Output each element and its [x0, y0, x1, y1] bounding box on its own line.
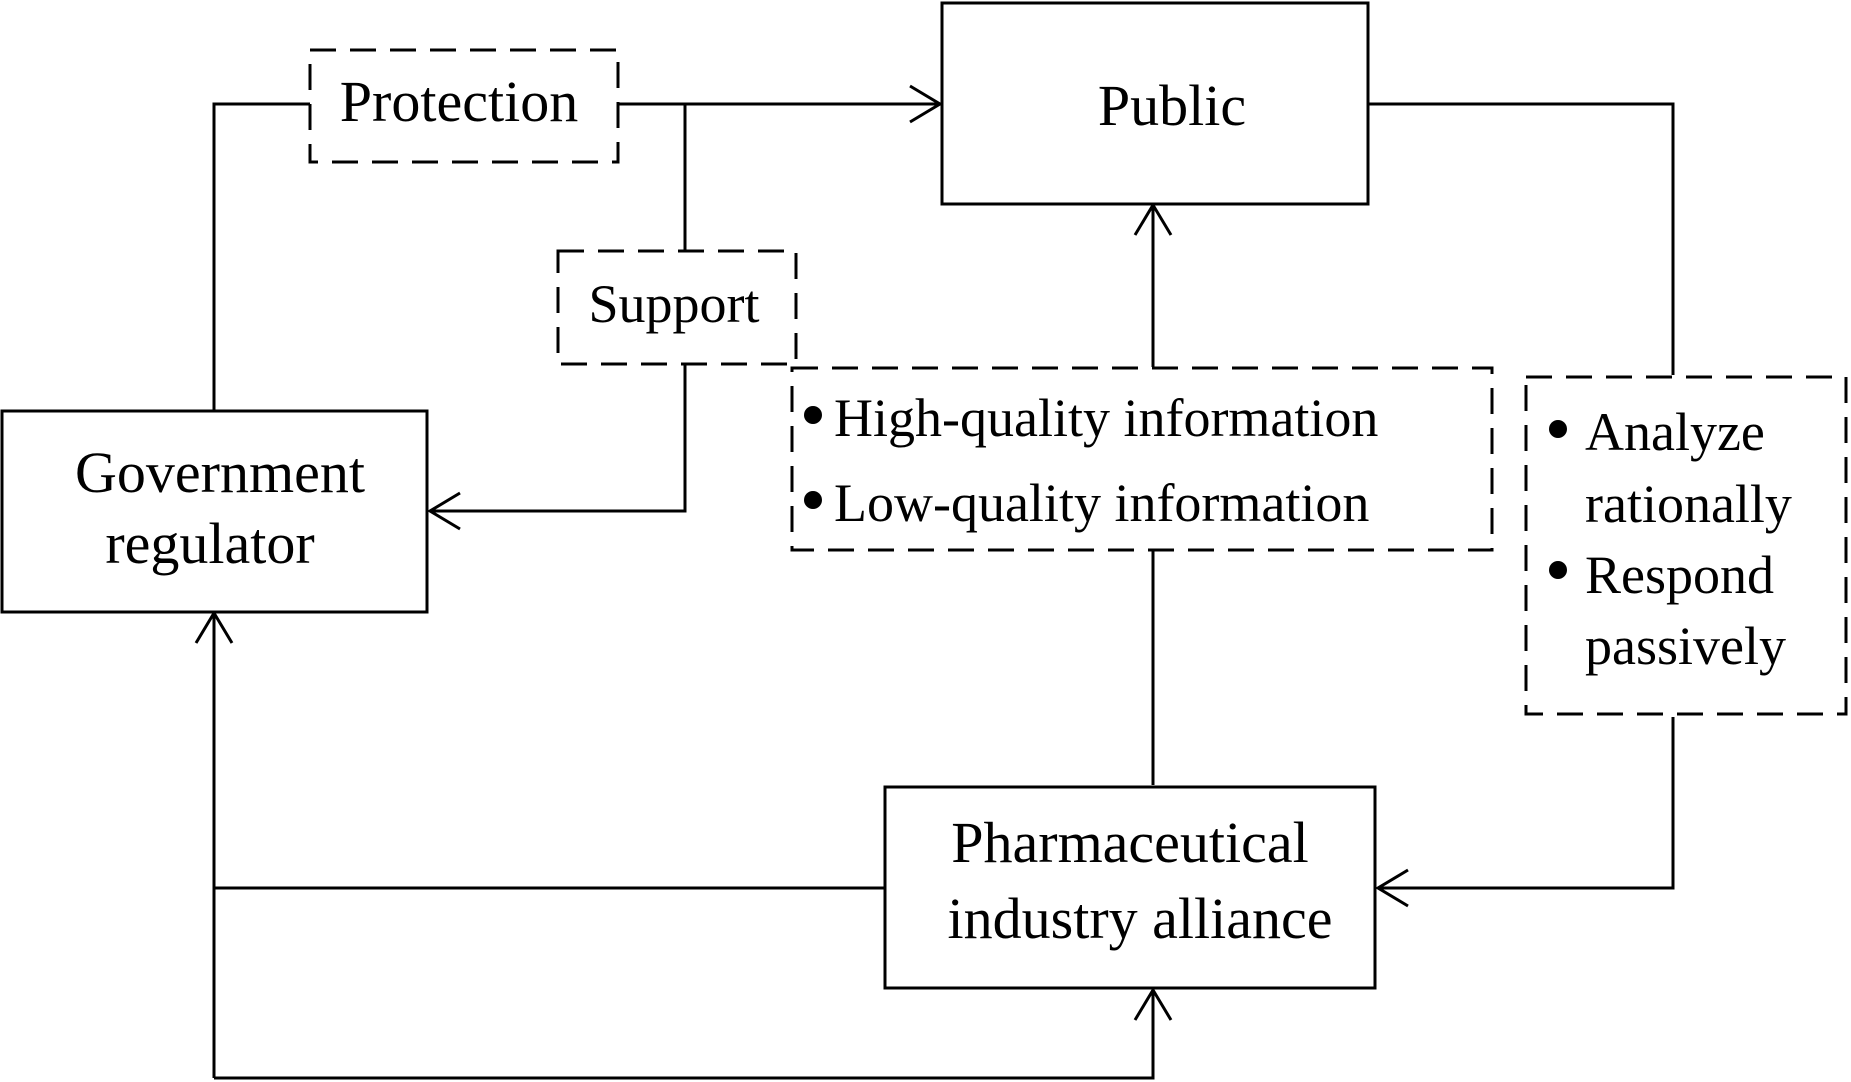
information-item-low-quality: Low-quality information [834, 473, 1369, 533]
information-item-high-quality: High-quality information [834, 388, 1378, 448]
pharma-label-line1: Pharmaceutical [951, 810, 1309, 875]
arrowhead-into-pharma-bottom [1133, 987, 1173, 1021]
edge-response-to-pharma [1378, 717, 1675, 890]
information-quality-box: High-quality information Low-quality inf… [790, 366, 1494, 552]
bullet-low-quality [804, 491, 822, 509]
edge-public-to-response [1368, 102, 1675, 375]
public-response-box: Analyze rationally Respond passively [1524, 375, 1848, 716]
edge-bottom-loop-to-pharma [214, 990, 1155, 1080]
response-item-analyze-line2: rationally [1585, 474, 1792, 534]
protection-label-box: Protection [308, 48, 620, 164]
response-item-analyze-line1: Analyze [1585, 402, 1765, 462]
pharmaceutical-alliance-node: Pharmaceutical industry alliance [883, 785, 1377, 990]
protection-label: Protection [340, 69, 578, 134]
edges [194, 84, 1675, 1080]
response-item-respond-line1: Respond [1585, 545, 1774, 605]
support-label-box: Support [556, 249, 798, 366]
public-node: Public [940, 1, 1370, 206]
public-label: Public [1098, 73, 1246, 138]
bullet-analyze [1549, 420, 1567, 438]
pharma-label-line2: industry alliance [948, 886, 1333, 951]
support-label: Support [588, 274, 759, 334]
bullet-high-quality [804, 406, 822, 424]
bullet-respond [1549, 561, 1567, 579]
edge-government-to-public-protection [212, 102, 940, 410]
response-item-respond-line2: passively [1585, 616, 1786, 676]
government-label-line1: Government [75, 440, 365, 505]
arrowhead-into-public-left [909, 84, 943, 124]
arrowhead-into-government-right [427, 491, 461, 531]
government-label-line2: regulator [105, 511, 314, 576]
edge-support-to-government [430, 364, 687, 513]
arrowhead-into-pharma-right [1375, 868, 1409, 908]
government-regulator-node: Government regulator [0, 409, 429, 614]
